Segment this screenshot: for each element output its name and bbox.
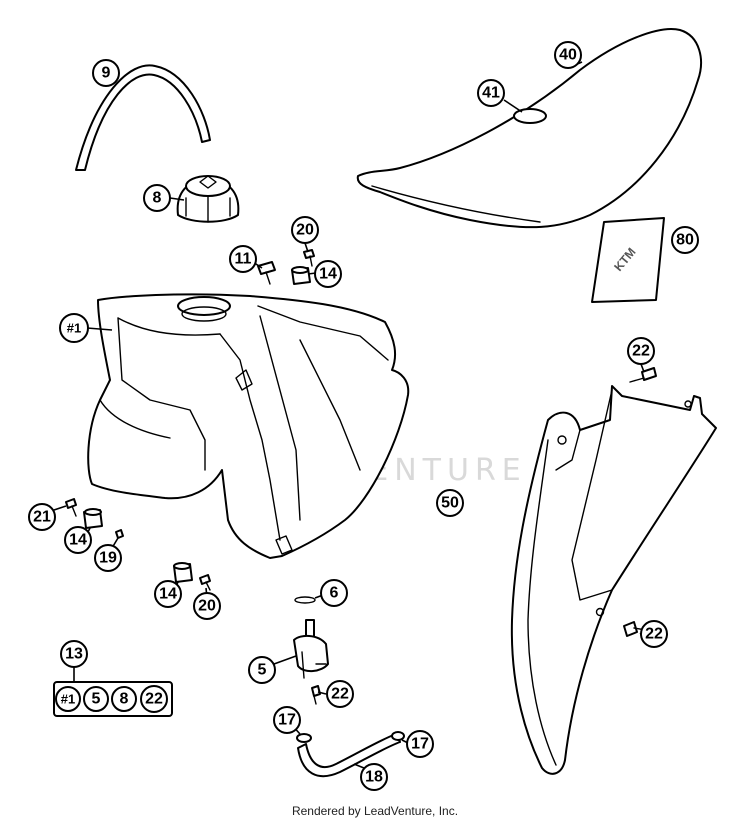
svg-text:8: 8	[153, 190, 162, 207]
seat	[356, 28, 702, 229]
svg-text:6: 6	[330, 585, 339, 602]
fasteners-left	[65, 498, 211, 591]
svg-text:14: 14	[319, 266, 337, 283]
footer-credit: Rendered by LeadVenture, Inc.	[291, 804, 459, 818]
svg-text:17: 17	[411, 736, 429, 753]
svg-text:20: 20	[296, 222, 314, 239]
svg-text:5: 5	[258, 662, 267, 679]
svg-text:13: 13	[65, 646, 83, 663]
svg-text:14: 14	[159, 586, 177, 603]
svg-text:41: 41	[482, 85, 500, 102]
fuel-hose	[296, 731, 405, 778]
svg-text:19: 19	[99, 550, 117, 567]
svg-text:14: 14	[69, 532, 87, 549]
callout-17-right: 17	[406, 730, 434, 758]
callout-14-left: 14	[64, 526, 92, 554]
screw-22-top	[629, 367, 657, 383]
svg-text:22: 22	[645, 626, 663, 643]
svg-text:17: 17	[278, 712, 296, 729]
callout-22-petcock: 22	[326, 680, 354, 708]
kit-label-5: 5	[92, 691, 101, 708]
callout-11: 11	[229, 245, 257, 273]
kit-box: #1 5 8 22	[53, 666, 173, 717]
svg-text:11: 11	[235, 251, 252, 268]
tank-shroud	[510, 385, 717, 775]
callout-13: 13	[60, 640, 88, 668]
kit-item-22: 22	[140, 685, 168, 713]
callout-21: 21	[28, 503, 56, 531]
kit-item-1: #1	[55, 686, 81, 712]
callout-14-top: 14	[314, 260, 342, 288]
kit-label-22: 22	[145, 691, 163, 708]
callout-9: 9	[92, 59, 120, 87]
petcock	[293, 596, 329, 705]
callout-40: 40	[554, 41, 582, 69]
svg-text:#1: #1	[67, 321, 81, 336]
kit-label-1: #1	[61, 692, 75, 707]
seat-decal: KTM	[591, 217, 665, 303]
svg-text:22: 22	[632, 343, 650, 360]
callout-22-top: 22	[627, 337, 655, 365]
svg-text:18: 18	[365, 769, 383, 786]
kit-label-8: 8	[120, 691, 129, 708]
callout-14-low: 14	[154, 580, 182, 608]
callout-5: 5	[248, 656, 276, 684]
callout-8: 8	[143, 184, 171, 212]
vent-hose	[75, 64, 211, 171]
svg-text:22: 22	[331, 686, 349, 703]
callout-6: 6	[320, 579, 348, 607]
svg-text:9: 9	[102, 65, 111, 82]
kit-item-5: 5	[83, 686, 109, 712]
callout-18: 18	[360, 763, 388, 791]
callout-22-shroud: 22	[640, 620, 668, 648]
callout-17-left: 17	[273, 706, 301, 734]
fuel-tank	[87, 293, 410, 559]
callout-41: 41	[477, 79, 505, 107]
svg-text:50: 50	[441, 495, 459, 512]
fasteners-top	[257, 249, 315, 285]
fuel-cap	[176, 175, 240, 223]
callout-20-top: 20	[291, 216, 319, 244]
svg-text:80: 80	[676, 232, 694, 249]
svg-text:21: 21	[33, 509, 51, 526]
svg-text:20: 20	[198, 598, 216, 615]
callout-50: 50	[436, 489, 464, 517]
kit-item-8: 8	[111, 686, 137, 712]
callout-1: #1	[59, 313, 89, 343]
svg-text:40: 40	[559, 47, 577, 64]
callout-20-low: 20	[193, 592, 221, 620]
callout-80: 80	[671, 226, 699, 254]
callout-19: 19	[94, 544, 122, 572]
